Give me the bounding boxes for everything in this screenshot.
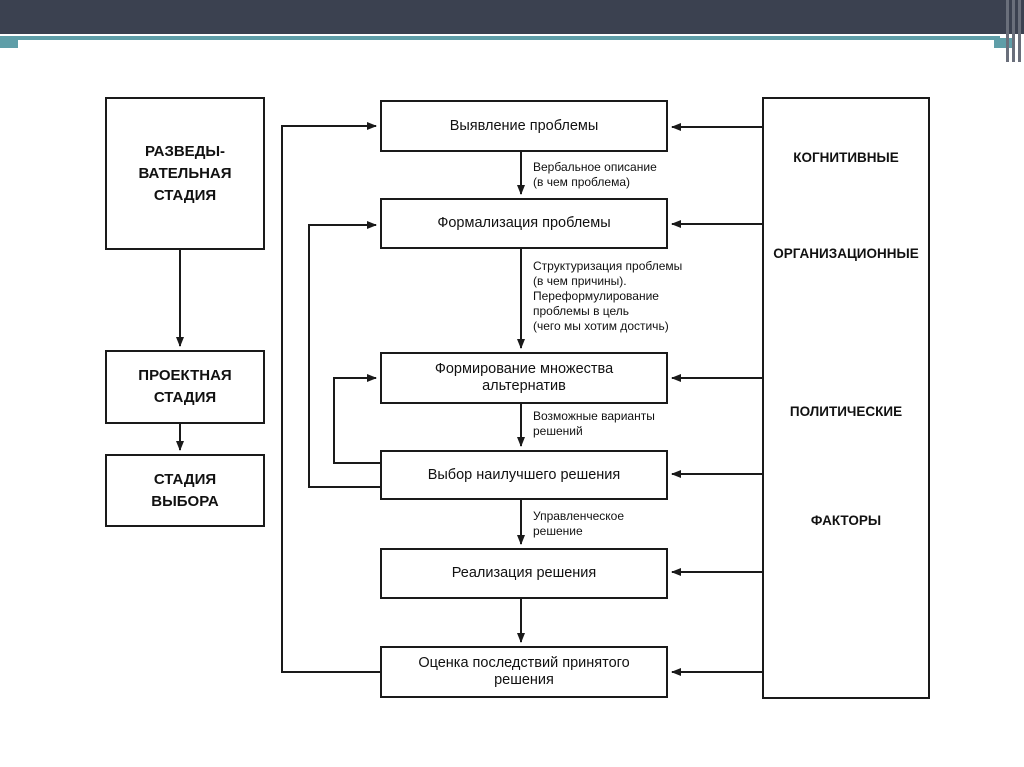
feedback-loop-middle: [308, 221, 380, 488]
process-implement: Реализация решения: [380, 548, 668, 599]
accent-square-right: [994, 38, 1012, 48]
note-structuring: Структуризация проблемы (в чем причины).…: [533, 259, 683, 333]
factor-factors-label: ФАКТОРЫ: [810, 513, 882, 528]
process-evaluate: Оценка последствий принятого решения: [380, 646, 668, 698]
slide-edge-line: [1012, 0, 1015, 62]
stage-design: ПРОЕКТНАЯ СТАДИЯ: [105, 350, 265, 424]
note-management-decision: Управленческое решение: [533, 509, 624, 538]
factor-cognitive: КОГНИТИВНЫЕ: [793, 150, 899, 165]
slide-header-bar: [0, 0, 1024, 34]
accent-square-left: [0, 38, 18, 48]
process-identify-problem: Выявление проблемы: [380, 100, 668, 152]
feedback-loop-outer: [281, 122, 380, 673]
slide-edge-line: [1006, 0, 1009, 62]
feedback-loop-inner: [333, 374, 380, 464]
slide-accent-line: [0, 36, 1000, 40]
note-verbal-description: Вербальное описание (в чем проблема): [533, 160, 657, 189]
process-formalize-problem: Формализация проблемы: [380, 198, 668, 249]
factors-panel: [762, 97, 930, 699]
process-generate-alternatives: Формирование множества альтернатив: [380, 352, 668, 404]
stage-exploratory: РАЗВЕДЫ- ВАТЕЛЬНАЯ СТАДИЯ: [105, 97, 265, 250]
slide-edge-line: [1018, 0, 1021, 62]
factor-political: ПОЛИТИЧЕСКИЕ: [789, 404, 903, 419]
stage-choice: СТАДИЯ ВЫБОРА: [105, 454, 265, 527]
process-choose-best: Выбор наилучшего решения: [380, 450, 668, 500]
factor-organizational: ОРГАНИЗАЦИОННЫЕ: [773, 246, 919, 261]
note-possible-solutions: Возможные варианты решений: [533, 409, 655, 438]
